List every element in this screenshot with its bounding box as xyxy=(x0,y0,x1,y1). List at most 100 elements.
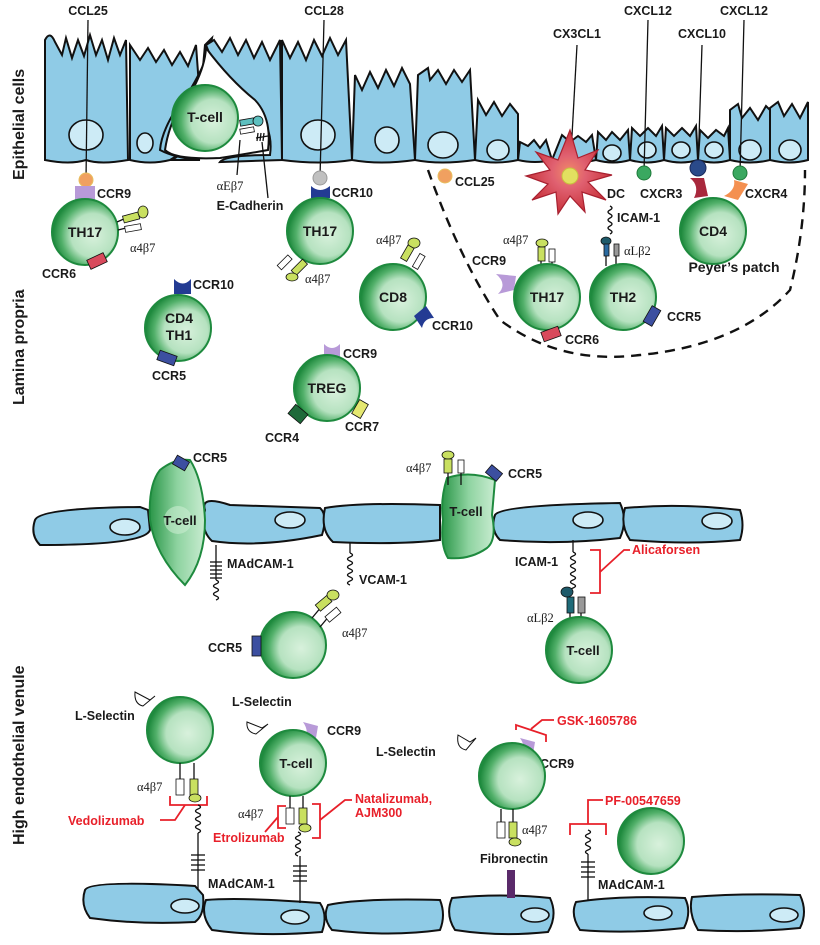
ccr5-receptor-icon xyxy=(484,464,504,482)
svg-text:TH17: TH17 xyxy=(68,224,102,240)
ccr5-label: CCR5 xyxy=(193,451,227,465)
e-cadherin-icon xyxy=(255,132,269,142)
madcam1-label: MAdCAM-1 xyxy=(208,877,275,891)
tcell-alb2: αLβ2 T-cell xyxy=(527,586,613,684)
ccr6-label: CCR6 xyxy=(42,267,76,281)
nucleus xyxy=(637,141,657,159)
dendritic-cell: DC ICAM-1 xyxy=(523,128,660,235)
ccr4-label: CCR4 xyxy=(265,431,299,445)
a4b7-label: α4β7 xyxy=(342,626,367,640)
svg-text:TH17: TH17 xyxy=(303,223,337,239)
a4b7-integrin-icon xyxy=(399,244,415,262)
l-selectin-label: L-Selectin xyxy=(232,695,292,709)
ccr7-label: CCR7 xyxy=(345,420,379,434)
ccr5-label: CCR5 xyxy=(508,467,542,481)
chemokine-ccl25-top: CCL25 xyxy=(68,4,108,188)
etrolizumab-bracket-icon xyxy=(277,805,286,829)
cd4-cell-peyers: CXCR4 CD4 xyxy=(679,178,787,265)
ccr10-receptor-icon xyxy=(311,186,330,198)
pf-label: PF-00547659 xyxy=(605,794,681,808)
epithelium-layer xyxy=(44,31,809,164)
region-label-epithelial: Epithelial cells xyxy=(11,69,28,180)
ccr5-receptor-icon xyxy=(251,635,262,657)
svg-text:CD4: CD4 xyxy=(165,310,193,326)
ccr5-label: CCR5 xyxy=(667,310,701,324)
a4b7-integrin-icon xyxy=(122,211,141,224)
th17-cell-center: CCR10 TH17 α4β7 xyxy=(276,186,373,286)
ccl25-label: CCL25 xyxy=(455,175,495,189)
ccr6-label: CCR6 xyxy=(565,333,599,347)
ccr4-receptor-icon xyxy=(287,403,309,425)
ccr7-receptor-icon xyxy=(351,399,369,419)
ccr5-receptor-icon xyxy=(156,349,178,367)
gsk-label: GSK-1605786 xyxy=(557,714,637,728)
a4b7-label: α4β7 xyxy=(305,272,330,286)
l-selectin-label: L-Selectin xyxy=(376,745,436,759)
svg-text:TH2: TH2 xyxy=(610,289,637,305)
svg-text:T-cell: T-cell xyxy=(163,513,196,528)
icam1-molecule-lower: ICAM-1 xyxy=(515,540,577,593)
madcam1-label: MAdCAM-1 xyxy=(598,878,665,892)
alicaforsen-bracket-icon xyxy=(590,549,601,594)
natalizumab-label: Natalizumab, xyxy=(355,792,432,806)
aLb2-label: αLβ2 xyxy=(624,244,651,258)
svg-text:TH1: TH1 xyxy=(166,327,193,343)
svg-text:TREG: TREG xyxy=(308,380,347,396)
nucleus xyxy=(427,131,459,159)
ccr10-label: CCR10 xyxy=(332,186,373,200)
chemokine-cxcl10: CXCL10 xyxy=(678,27,726,177)
ccr6-receptor-icon xyxy=(540,325,562,343)
nucleus xyxy=(486,139,510,161)
svg-text:T-cell: T-cell xyxy=(449,504,482,519)
chemokine-cxcl12-a: CXCL12 xyxy=(624,4,672,181)
migrating-tcell-left: T-cell CCR5 xyxy=(148,451,227,587)
cx3cl1-label: CX3CL1 xyxy=(553,27,601,41)
svg-text:TH17: TH17 xyxy=(530,289,564,305)
cxcl10-ligand-icon xyxy=(689,159,707,177)
th17-cell-peyers: α4β7 CCR9 TH17 CCR6 xyxy=(472,233,599,347)
ccl25-ligand-icon xyxy=(78,172,94,188)
nucleus xyxy=(374,126,400,154)
ccr9-label: CCR9 xyxy=(327,724,361,738)
a4b7-integrin-icon xyxy=(443,458,453,474)
nucleus xyxy=(602,144,622,162)
l-selectin-icon xyxy=(134,691,156,707)
cxcl10-label: CXCL10 xyxy=(678,27,726,41)
icam1-molecule-icon xyxy=(607,205,613,235)
vcam1-label: VCAM-1 xyxy=(359,573,407,587)
ccr5-receptor-icon xyxy=(642,305,662,327)
ccr9-label: CCR9 xyxy=(472,254,506,268)
ccl25-ligand-icon xyxy=(437,168,453,184)
aLb2-integrin-icon xyxy=(603,243,610,257)
alicaforsen-drug: Alicaforsen xyxy=(590,543,700,594)
madcam1-pf-block: PF-00547659 MAdCAM-1 xyxy=(569,794,681,900)
migrating-tcell-right: T-cell α4β7 CCR5 xyxy=(406,450,542,560)
madcam1-molecule-middle: MAdCAM-1 xyxy=(210,545,294,601)
nucleus xyxy=(738,139,762,161)
ccr9-receptor-icon xyxy=(75,186,95,200)
e-cadherin-label: E-Cadherin xyxy=(217,199,284,213)
treg-cell: CCR9 TREG CCR4 CCR7 xyxy=(265,344,379,445)
gsk-bracket-icon xyxy=(515,723,547,742)
nucleus xyxy=(778,139,802,161)
icam1-label: ICAM-1 xyxy=(515,555,558,569)
nucleus xyxy=(300,119,336,151)
endothelial-cell xyxy=(492,501,625,544)
endothelial-cell xyxy=(82,882,205,924)
svg-text:CD8: CD8 xyxy=(379,289,407,305)
th2-cell-peyers: αLβ2 TH2 CCR5 xyxy=(589,236,701,331)
circulating-cell xyxy=(617,807,685,875)
cxcl12-label: CXCL12 xyxy=(624,4,672,18)
region-label-lamina-propria: Lamina propria xyxy=(11,289,28,405)
endothelial-cell xyxy=(202,500,326,545)
a4b7-integrin-icon xyxy=(298,807,308,825)
svg-text:CD4: CD4 xyxy=(699,223,727,239)
cxcr4-label: CXCR4 xyxy=(745,187,787,201)
ccr10-receptor-icon xyxy=(174,279,191,294)
ccr10-label: CCR10 xyxy=(432,319,473,333)
a4b7-integrin-icon xyxy=(508,821,518,839)
ccr10-label: CCR10 xyxy=(193,278,234,292)
ccr5-receptor-icon xyxy=(171,454,191,472)
a4b7-label: α4β7 xyxy=(238,807,263,821)
cxcl12-label: CXCL12 xyxy=(720,4,768,18)
